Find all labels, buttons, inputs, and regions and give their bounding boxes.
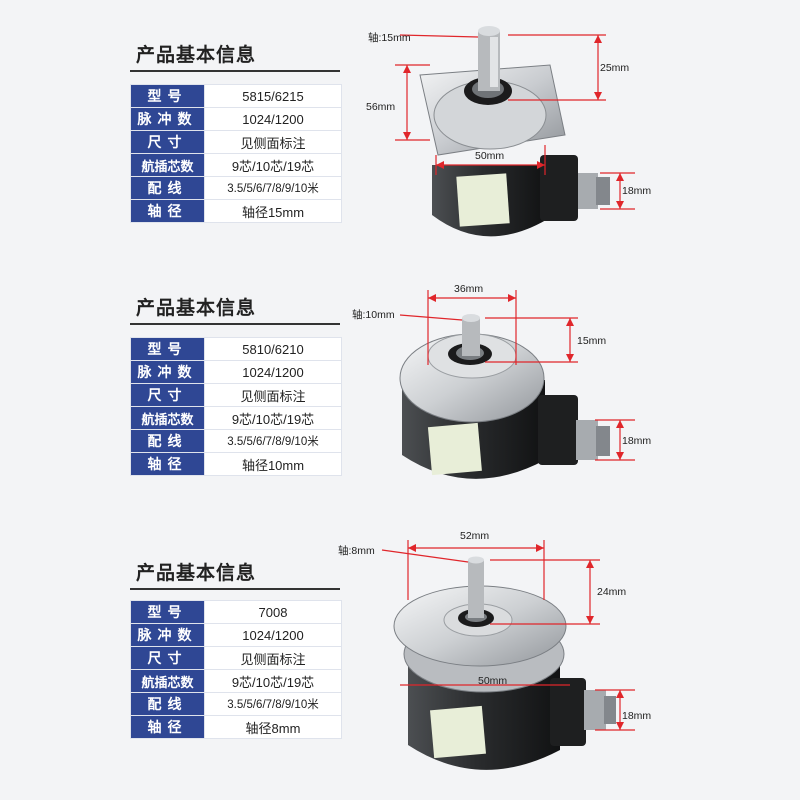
spec-key: 轴径 xyxy=(130,452,205,476)
spec-key: 型号 xyxy=(130,84,205,108)
spec-key: 配线 xyxy=(130,176,205,200)
spec-key: 航插芯数 xyxy=(130,153,205,177)
spec-value: 轴径10mm xyxy=(204,452,342,476)
table-row: 尺寸见侧面标注 xyxy=(130,646,342,670)
spec-key: 航插芯数 xyxy=(130,406,205,430)
spec-value: 5810/6210 xyxy=(204,337,342,361)
section-title: 产品基本信息 xyxy=(136,44,257,66)
spec-key: 航插芯数 xyxy=(130,669,205,693)
height-dimension-label: 25mm xyxy=(600,62,630,74)
spec-key: 脉冲数 xyxy=(130,623,205,647)
spec-value: 轴径15mm xyxy=(204,199,342,223)
table-row: 轴径轴径10mm xyxy=(130,452,342,476)
section-title: 产品基本信息 xyxy=(136,297,257,319)
flange-dimension-label: 56mm xyxy=(366,101,396,113)
shaft-dimension-label: 轴:10mm xyxy=(352,309,395,321)
shaft-dimension-label: 轴:15mm xyxy=(368,32,411,44)
spec-value: 见侧面标注 xyxy=(204,130,342,154)
body-dimension-label: 50mm xyxy=(475,150,505,162)
spec-value: 3.5/5/6/7/8/9/10米 xyxy=(204,429,342,453)
spec-key: 尺寸 xyxy=(130,130,205,154)
width-dimension-label: 36mm xyxy=(454,283,484,295)
height-dimension-label: 24mm xyxy=(597,586,627,598)
flange-dimension-label: 50mm xyxy=(478,675,508,687)
encoder-photo-round-flange xyxy=(399,290,635,479)
height-dimension-label: 15mm xyxy=(577,335,607,347)
spec-key: 尺寸 xyxy=(130,383,205,407)
connector-dimension-label: 18mm xyxy=(622,185,652,197)
spec-value: 9芯/10芯/19芯 xyxy=(204,153,342,177)
spec-value: 1024/1200 xyxy=(204,360,342,384)
table-row: 尺寸见侧面标注 xyxy=(130,130,342,154)
spec-value: 3.5/5/6/7/8/9/10米 xyxy=(204,692,342,716)
spec-value: 见侧面标注 xyxy=(204,646,342,670)
spec-value: 1024/1200 xyxy=(204,107,342,131)
width-dimension-label: 52mm xyxy=(460,530,490,542)
spec-value: 9芯/10芯/19芯 xyxy=(204,406,342,430)
spec-value: 见侧面标注 xyxy=(204,383,342,407)
spec-key: 脉冲数 xyxy=(130,360,205,384)
spec-value: 3.5/5/6/7/8/9/10米 xyxy=(204,176,342,200)
table-row: 尺寸见侧面标注 xyxy=(130,383,342,407)
encoder-photo-wide-flange xyxy=(381,540,635,770)
connector-dimension-label: 18mm xyxy=(622,435,652,447)
encoder-photo-square-flange xyxy=(395,26,635,237)
spec-key: 配线 xyxy=(130,692,205,716)
shaft-dimension-label: 轴:8mm xyxy=(338,545,375,557)
spec-value: 9芯/10芯/19芯 xyxy=(204,669,342,693)
spec-key: 配线 xyxy=(130,429,205,453)
spec-key: 轴径 xyxy=(130,199,205,223)
spec-value: 5815/6215 xyxy=(204,84,342,108)
section-divider xyxy=(130,588,340,590)
table-row: 轴径轴径15mm xyxy=(130,199,342,223)
section-title: 产品基本信息 xyxy=(136,562,257,584)
spec-value: 1024/1200 xyxy=(204,623,342,647)
section-divider xyxy=(130,323,340,325)
connector-dimension-label: 18mm xyxy=(622,710,652,722)
spec-key: 轴径 xyxy=(130,715,205,739)
spec-key: 型号 xyxy=(130,600,205,624)
table-row: 轴径轴径8mm xyxy=(130,715,342,739)
spec-value: 轴径8mm xyxy=(204,715,342,739)
spec-key: 尺寸 xyxy=(130,646,205,670)
spec-value: 7008 xyxy=(204,600,342,624)
spec-key: 型号 xyxy=(130,337,205,361)
spec-key: 脉冲数 xyxy=(130,107,205,131)
section-divider xyxy=(130,70,340,72)
